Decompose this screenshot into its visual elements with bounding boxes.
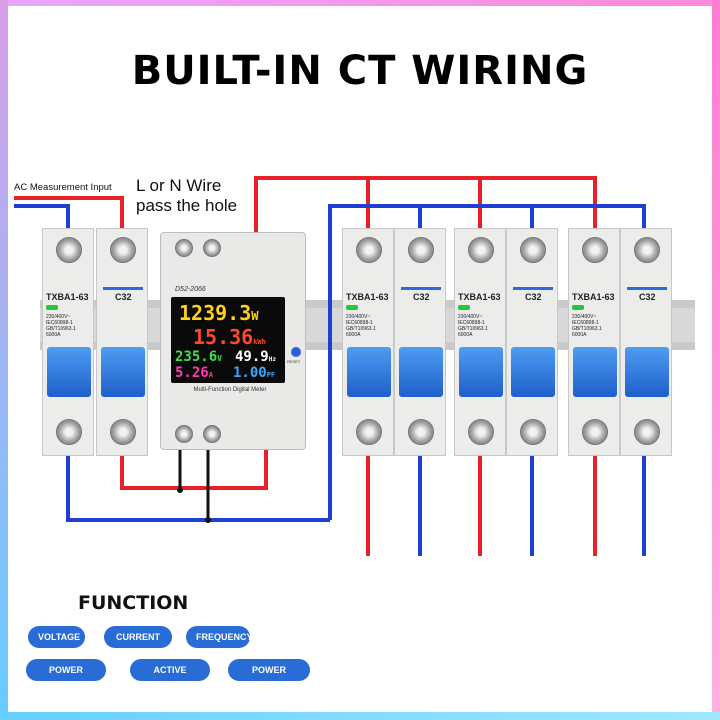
page-title: BUILT-IN CT WIRING [131, 48, 589, 94]
breaker-branch-2-pole-2: C32 [506, 228, 558, 456]
frame-top [0, 0, 720, 6]
breaker-rating: C32 [413, 292, 430, 302]
function-pill-active-power: ACTIVE POWER [130, 659, 210, 697]
terminal-screw-icon [634, 419, 660, 445]
meter-display: 1239.3W 15.36kWh 235.6V 49.9Hz 5.26A 1.0… [171, 297, 285, 383]
terminal-screw-icon [110, 237, 136, 263]
ln-wire-line2: pass the hole [136, 196, 238, 215]
meter-brand-label: Multi-Function Digital Meter [193, 387, 267, 393]
function-pill-frequency: FREQUENCY [186, 626, 253, 648]
breaker-toggle-handle[interactable] [347, 347, 391, 397]
frame-right [712, 0, 720, 720]
terminal-screw-icon [56, 237, 82, 263]
breaker-rating: C32 [115, 292, 132, 302]
reset-button[interactable] [291, 347, 301, 357]
status-indicator [458, 305, 470, 310]
breaker-toggle-handle[interactable] [101, 347, 145, 397]
terminal-screw-icon [110, 419, 136, 445]
terminal-screw-icon [582, 419, 608, 445]
frequency-unit: Hz [268, 356, 276, 363]
terminal-screw-icon [468, 237, 494, 263]
digital-meter: D52-2066 1239.3W 15.36kWh 235.6V 49.9Hz … [160, 232, 306, 450]
pf-value: 1.00 [233, 365, 267, 381]
function-pill-current: CURRENT [104, 626, 172, 648]
breaker-toggle-handle[interactable] [399, 347, 443, 397]
energy-value: 15.36 [193, 325, 254, 349]
power-value: 1239.3 [179, 301, 252, 325]
breaker-rating: C32 [639, 292, 656, 302]
function-heading: FUNCTION [78, 592, 189, 614]
terminal-screw-icon [634, 237, 660, 263]
ac-measurement-input-label: AC Measurement Input [14, 182, 112, 193]
current-value: 5.26 [175, 365, 209, 381]
terminal-screw-icon [408, 419, 434, 445]
frequency-value: 49.9 [235, 349, 269, 365]
pole-marker [401, 287, 441, 290]
terminal-screw-icon [408, 237, 434, 263]
ln-wire-line1: L or N Wire [136, 176, 222, 195]
pole-marker [103, 287, 143, 290]
terminal-screw-icon [203, 239, 221, 257]
pole-marker [513, 287, 553, 290]
bottom-blue-return [66, 440, 330, 522]
meter-model: D52-2066 [175, 286, 206, 293]
breaker-toggle-handle[interactable] [47, 347, 91, 397]
power-unit: W [251, 309, 259, 323]
voltage-unit: V [217, 354, 222, 363]
meter-leads [178, 446, 210, 522]
function-pill-power-energy: POWER ENERGY [26, 659, 106, 697]
breaker-branch-3-pole-2: C32 [620, 228, 672, 456]
terminal-screw-icon [356, 419, 382, 445]
terminal-screw-icon [520, 237, 546, 263]
top-red-bus [254, 176, 597, 250]
frame-left [0, 0, 8, 720]
status-indicator [46, 305, 58, 310]
terminal-screw-icon [520, 419, 546, 445]
terminal-screw-icon [468, 419, 494, 445]
pf-unit: PF [266, 371, 276, 379]
terminal-screw-icon [175, 425, 193, 443]
terminal-screw-icon [203, 425, 221, 443]
breaker-toggle-handle[interactable] [625, 347, 669, 397]
function-pill-power-factor: POWER FACTOR [228, 659, 310, 697]
energy-unit: kWh [253, 338, 266, 346]
terminal-screw-icon [175, 239, 193, 257]
breaker-toggle-handle[interactable] [573, 347, 617, 397]
terminal-screw-icon [56, 419, 82, 445]
ln-wire-callout: L or N Wire pass the hole [136, 176, 237, 216]
terminal-screw-icon [356, 237, 382, 263]
meter-red-loop [120, 440, 268, 490]
pole-marker [627, 287, 667, 290]
breaker-toggle-handle[interactable] [459, 347, 503, 397]
breaker-rating: C32 [525, 292, 542, 302]
voltage-value: 235.6 [175, 349, 218, 365]
breaker-toggle-handle[interactable] [511, 347, 555, 397]
current-unit: A [208, 371, 213, 379]
breaker-branch-1-pole-2: C32 [394, 228, 446, 456]
terminal-screw-icon [582, 237, 608, 263]
reset-label: RESET [287, 359, 301, 364]
frame-bottom [0, 712, 720, 720]
breaker-main-pole-2: C32 [96, 228, 148, 456]
function-pill-voltage: VOLTAGE [28, 626, 85, 648]
status-indicator [346, 305, 358, 310]
status-indicator [572, 305, 584, 310]
